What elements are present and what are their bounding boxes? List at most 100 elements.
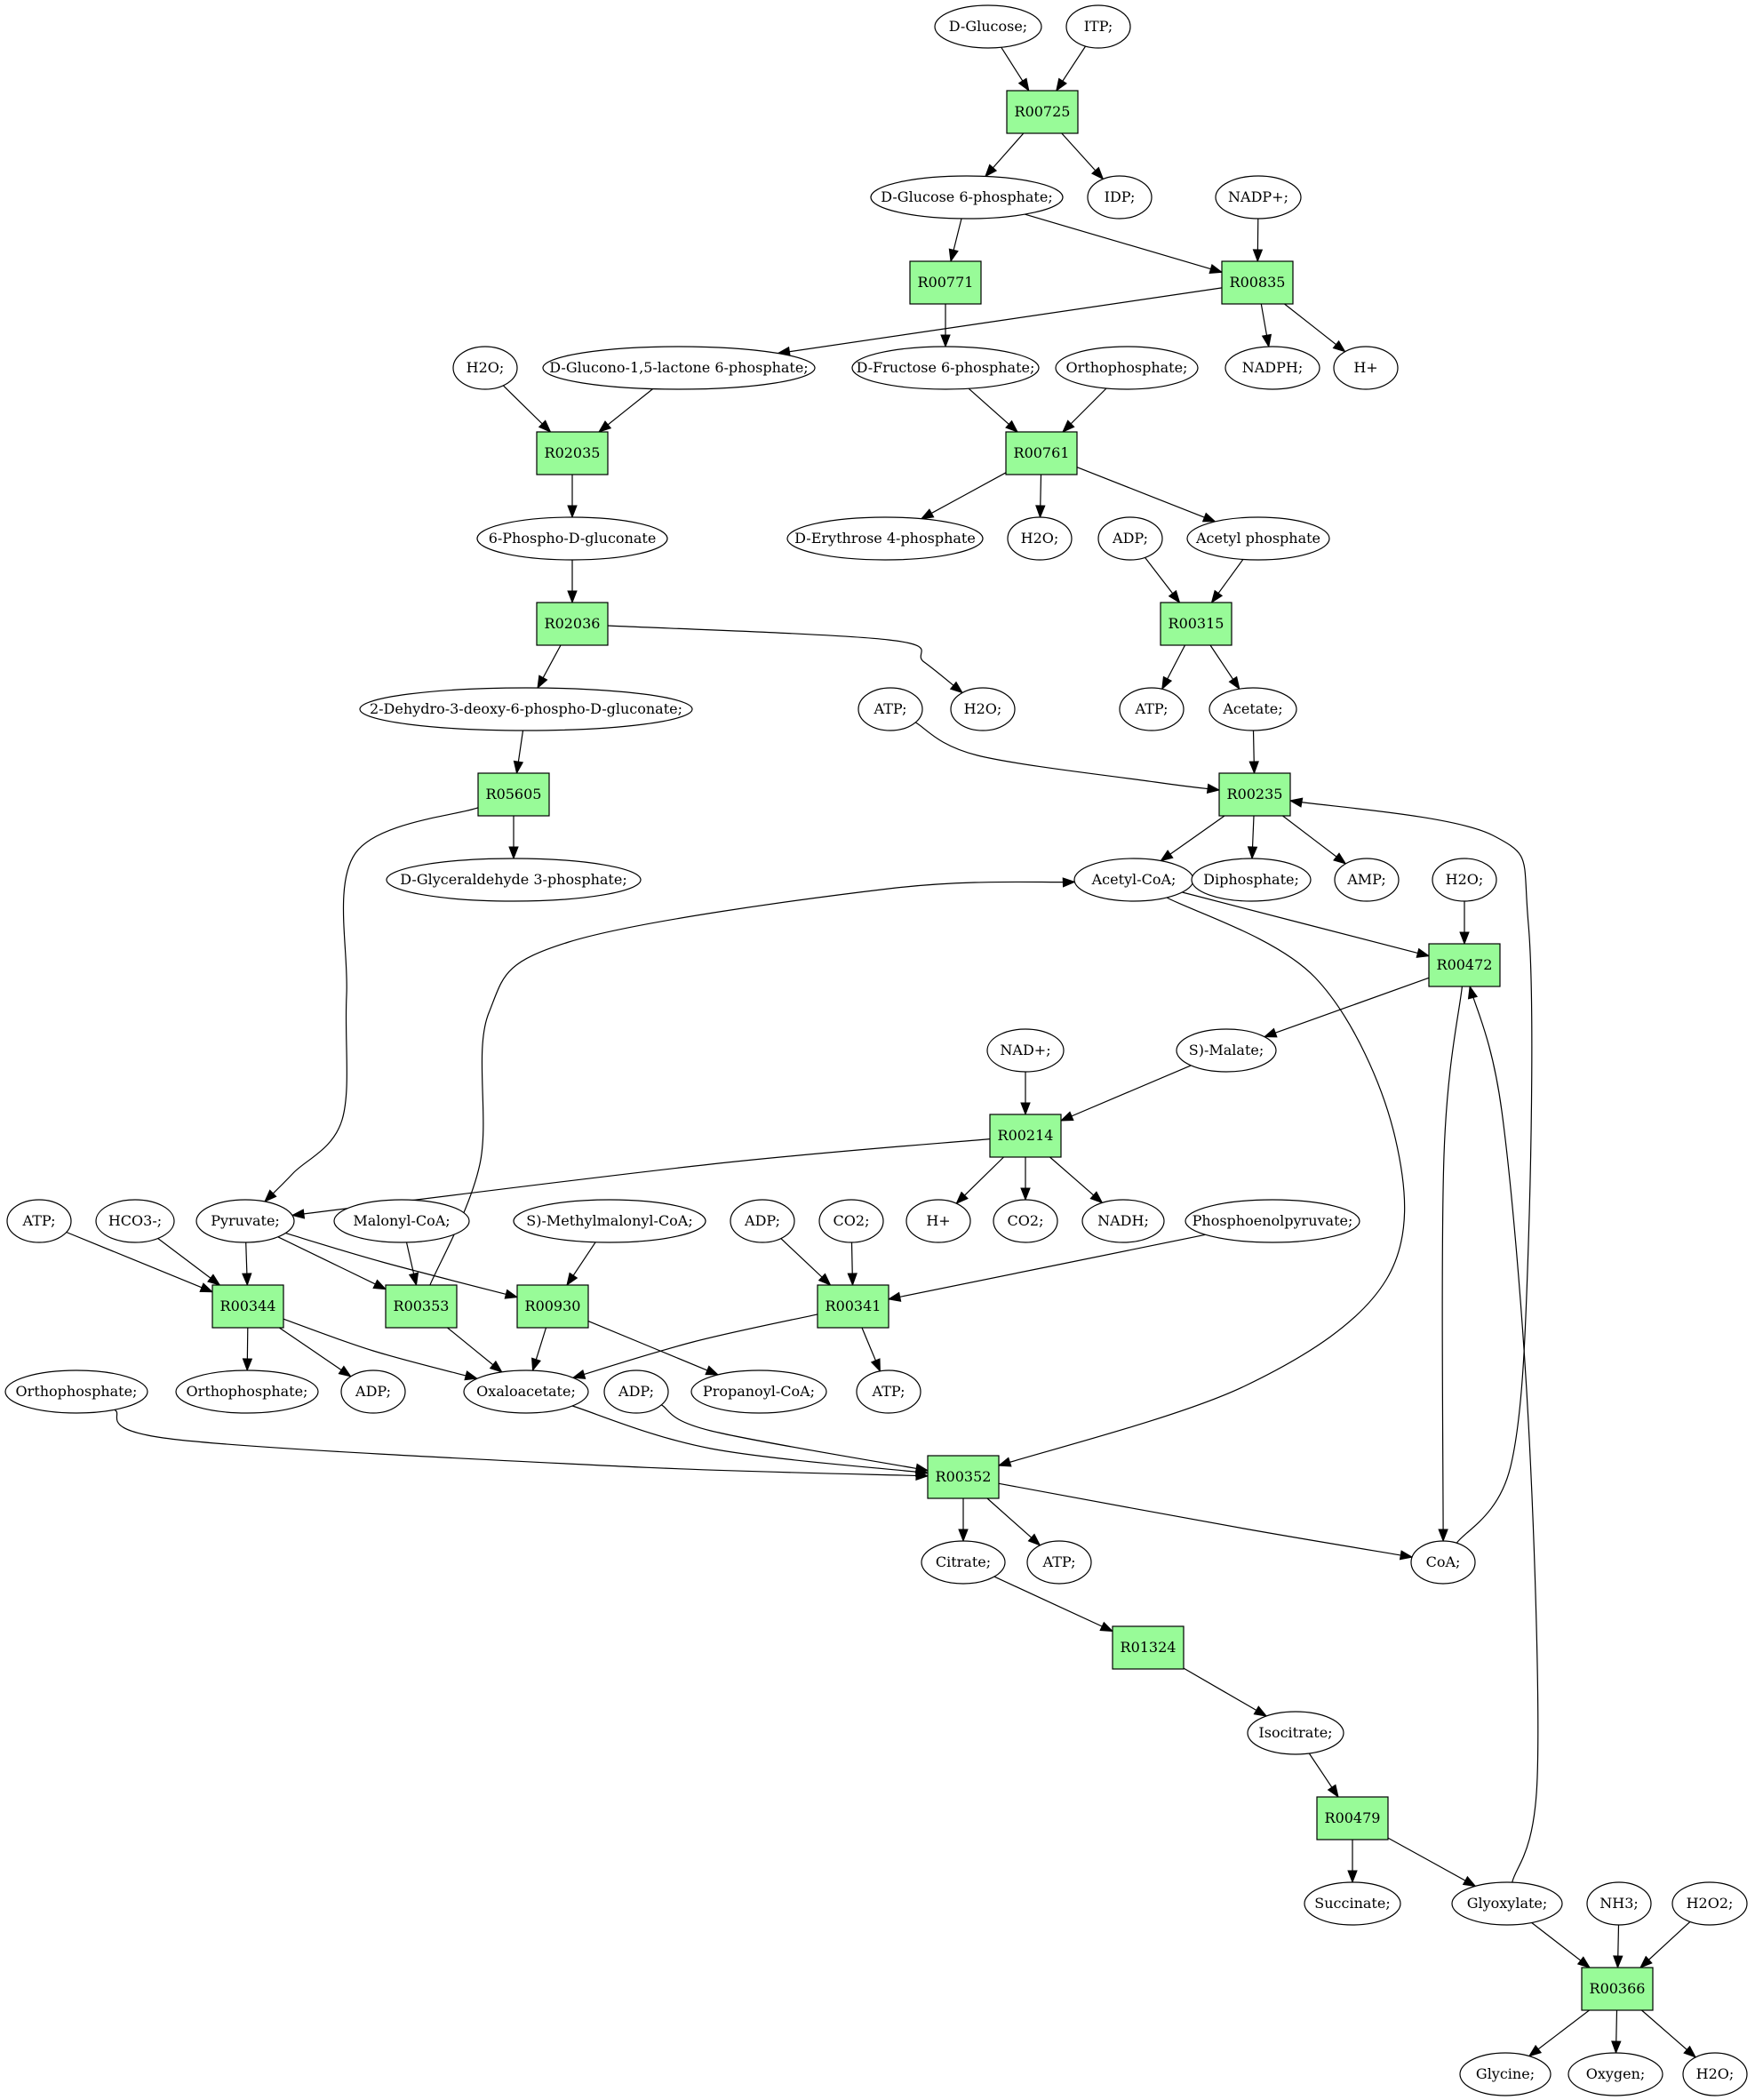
arrowhead-R00341-to-oxaloacetate <box>571 1369 586 1379</box>
arrowhead-R00344-to-orthop_c <box>242 1358 253 1372</box>
metabolite-node-succinate: Succinate; <box>1304 1881 1401 1926</box>
metabolite-node-nh3: NH3; <box>1586 1881 1652 1926</box>
reaction-box <box>1006 90 1079 134</box>
reaction-label: R00214 <box>998 1127 1054 1144</box>
arrowhead-R05605-to-pyruvate <box>264 1189 277 1202</box>
reaction-box <box>536 431 609 475</box>
reaction-label: R00725 <box>1015 103 1071 120</box>
metabolite-node-h2o-b: H2O; <box>1007 516 1073 561</box>
metabolite-label: ATP; <box>22 1212 56 1229</box>
edge-glyoxylate-to-R00472 <box>1469 986 1539 1883</box>
metabolite-node-glucono: D-Glucono-1,5-lactone 6-phosphate; <box>542 346 816 390</box>
metabolite-ellipse <box>95 1199 175 1243</box>
edge-R00352-to-coa <box>998 1482 1413 1558</box>
metabolite-node-isocitrate: Isocitrate; <box>1247 1711 1344 1755</box>
metabolite-ellipse <box>1451 1881 1563 1926</box>
arrowhead-itp-to-R00725 <box>1056 77 1067 92</box>
reaction-label: R00761 <box>1014 444 1070 461</box>
metabolite-ellipse <box>1304 1881 1401 1926</box>
reaction-node-r00214: R00214 <box>989 1114 1062 1158</box>
arrowhead-phosphogluconate-to-R02036 <box>567 590 578 604</box>
reaction-box <box>516 1284 589 1329</box>
metabolite-label: CoA; <box>1426 1553 1461 1570</box>
arrowhead-adp_b-to-R00341 <box>818 1273 832 1286</box>
metabolite-ellipse <box>333 1199 470 1243</box>
arrowhead-R05605-to-g3p <box>508 846 519 860</box>
arrowhead-R02036-to-kdpg <box>537 675 548 690</box>
reaction-node-r00479: R00479 <box>1316 1796 1389 1840</box>
arrowhead-R00366-to-glycine <box>1528 2044 1543 2057</box>
metabolite-ellipse <box>1459 2052 1552 2096</box>
edge-pep-to-R00341 <box>888 1234 1206 1300</box>
arrowhead-pep-to-R00341 <box>887 1291 902 1302</box>
arrowhead-R00353-to-acetylcoa <box>1062 877 1076 888</box>
metabolite-ellipse <box>452 346 518 390</box>
reaction-node-r00930: R00930 <box>516 1284 589 1329</box>
arrowhead-R00725-to-g6p <box>984 164 998 178</box>
metabolite-label: H+ <box>1353 359 1377 376</box>
metabolite-ellipse <box>463 1369 589 1414</box>
reaction-box <box>1112 1625 1185 1670</box>
arrowhead-hco3-to-R00344 <box>207 1274 221 1286</box>
metabolite-node-orthop-b: Orthophosphate; <box>4 1369 148 1414</box>
metabolite-node-orthop-a: Orthophosphate; <box>1055 346 1199 390</box>
arrowhead-nadp-to-R00835 <box>1252 249 1264 263</box>
metabolite-label: ATP; <box>872 1383 905 1400</box>
metabolite-label: Orthophosphate; <box>1066 359 1188 376</box>
reaction-box <box>909 260 982 305</box>
arrowhead-R00235-to-diphosphate <box>1247 846 1258 860</box>
arrowhead-R00835-to-hplus_a <box>1332 339 1346 353</box>
arrowhead-R00214-to-co2_b <box>1020 1187 1031 1202</box>
metabolite-node-h2o-c: H2O; <box>950 687 1016 731</box>
metabolite-label: D-Glucono-1,5-lactone 6-phosphate; <box>549 359 808 376</box>
metabolite-label: ADP; <box>355 1383 391 1400</box>
reaction-box <box>1221 260 1294 305</box>
arrowhead-pyruvate-to-R00353 <box>372 1279 387 1290</box>
metabolite-ellipse <box>1119 687 1185 731</box>
arrowhead-orthop_a-to-R00761 <box>1062 419 1075 433</box>
metabolite-ellipse <box>1333 346 1399 390</box>
arrowhead-R00771-to-f6p <box>940 334 951 348</box>
reaction-label: R00930 <box>525 1298 581 1314</box>
arrowhead-R00214-to-hplus_b <box>955 1191 969 1205</box>
reaction-box <box>989 1114 1062 1158</box>
metabolite-node-glucose: D-Glucose; <box>934 4 1042 49</box>
arrowhead-glyoxylate-to-R00366 <box>1576 1956 1591 1968</box>
metabolite-node-glycine: Glycine; <box>1459 2052 1552 2096</box>
metabolite-ellipse <box>690 1369 827 1414</box>
arrowhead-pyruvate-to-R00344 <box>242 1273 252 1287</box>
metabolite-node-f6p: D-Fructose 6-phosphate; <box>851 346 1040 390</box>
metabolite-ellipse <box>851 346 1040 390</box>
arrowhead-R00352-to-coa <box>1399 1550 1414 1561</box>
metabolite-node-adp-d: ADP; <box>603 1369 669 1414</box>
arrowhead-R01324-to-isocitrate <box>1253 1705 1268 1717</box>
arrowhead-R00353-to-oxaloacetate <box>489 1360 503 1373</box>
metabolite-label: Orthophosphate; <box>187 1383 308 1400</box>
metabolite-label: D-Glucose; <box>949 18 1027 35</box>
arrowhead-R00235-to-acetylcoa <box>1160 850 1174 862</box>
metabolite-label: H+ <box>926 1212 950 1229</box>
metabolite-ellipse <box>1247 1711 1344 1755</box>
metabolite-ellipse <box>870 175 1064 220</box>
metabolite-label: H2O; <box>1696 2065 1735 2082</box>
reaction-node-r00352: R00352 <box>927 1455 1000 1499</box>
reaction-label: R00479 <box>1325 1809 1381 1826</box>
metabolite-ellipse <box>1055 346 1199 390</box>
edge-acetylcoa-to-R00472 <box>1182 891 1430 957</box>
reaction-box <box>1428 943 1501 987</box>
metabolite-label: D-Erythrose 4-phosphate <box>794 530 976 547</box>
arrowhead-R00479-to-glyoxylate <box>1462 1875 1477 1888</box>
metabolite-ellipse <box>921 1540 1006 1585</box>
metabolite-node-acetate: Acetate; <box>1209 687 1297 731</box>
edge-R00341-to-oxaloacetate <box>572 1313 818 1378</box>
metabolite-label: H2O; <box>964 700 1002 717</box>
metabolite-ellipse <box>1225 346 1320 390</box>
reaction-node-r00472: R00472 <box>1428 943 1501 987</box>
arrowhead-R00344-to-oxaloacetate <box>464 1370 479 1381</box>
metabolite-node-acetylp: Acetyl phosphate <box>1186 516 1330 561</box>
edge-citrate-to-R01324 <box>993 1576 1113 1633</box>
metabolite-node-adp-a: ADP; <box>1097 516 1163 561</box>
metabolite-node-pyruvate: Pyruvate; <box>195 1199 295 1243</box>
arrowhead-glyoxylate-to-R00472 <box>1467 985 1479 1000</box>
